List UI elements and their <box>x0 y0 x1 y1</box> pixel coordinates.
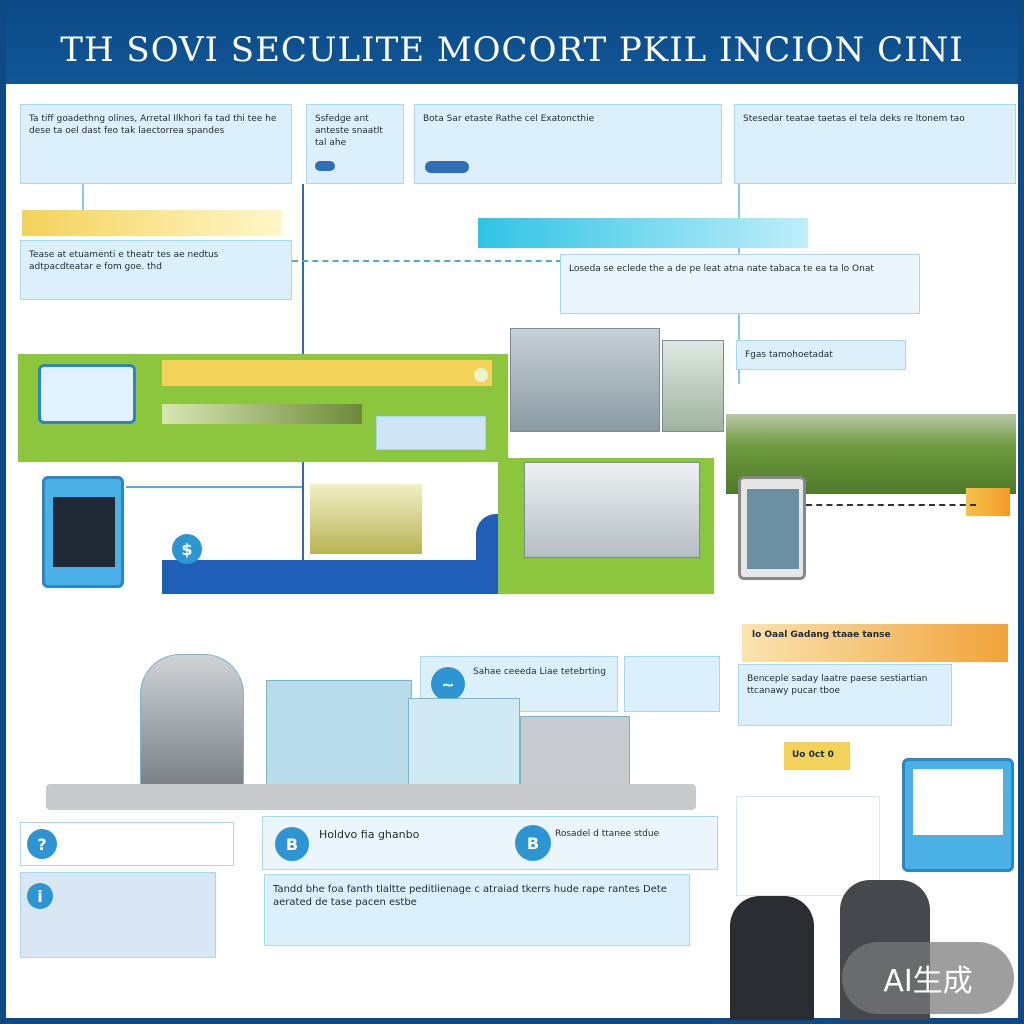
phone-screen <box>747 489 799 569</box>
info-panel-mid-left: Tease at etuamenti e theatr tes ae nedtu… <box>20 240 292 300</box>
tablet-screen <box>53 497 115 567</box>
dollar-icon: $ <box>172 534 202 564</box>
info-panel-top-center: Bota Sar etaste Rathe cel Exatoncthie <box>414 104 722 184</box>
thumbnail-panel <box>376 416 486 450</box>
monitor-device <box>902 758 1014 872</box>
ai-generated-watermark: AI生成 <box>842 942 1014 1014</box>
blue-band-curve <box>476 514 498 594</box>
chart-icon: ~ <box>431 667 465 701</box>
section-heading-bar <box>22 210 282 236</box>
road <box>46 784 696 810</box>
office-building <box>408 698 520 790</box>
orange-arrow <box>966 488 1010 516</box>
held-sign <box>736 796 880 896</box>
info-icon: i <box>27 883 53 909</box>
phone-device <box>738 476 806 580</box>
interior-photo <box>510 328 660 432</box>
info-panel-bottom-right: Benceple saday laatre paese sestiartian … <box>738 664 952 726</box>
info-panel-top-left: Ta tiff goadethng olines, Arretal Ilkhor… <box>20 104 292 184</box>
building-illustration: i <box>20 872 216 958</box>
callout-box: Fgas tamohoetadat <box>736 340 906 370</box>
exterior-photo <box>662 340 724 432</box>
blue-tag <box>315 161 335 171</box>
step-panel-1: ? <box>20 822 234 866</box>
striped-bar <box>162 404 362 424</box>
tablet-device <box>42 476 124 588</box>
connector-line <box>126 486 302 488</box>
info-panel-mid-right: Loseda se eclede the a de pe leat atna n… <box>560 254 920 314</box>
campus-photo <box>524 462 700 558</box>
b-icon: B <box>275 827 309 861</box>
blue-tag <box>425 161 469 173</box>
shop-building <box>520 716 630 790</box>
connector-line <box>82 184 84 210</box>
sign-label: Uo 0ct 0 <box>784 742 850 770</box>
orange-label-bar: lo Oaal Gadang ttaae tanse <box>742 624 1008 662</box>
dashed-connector <box>292 260 562 262</box>
office-building <box>266 680 412 790</box>
info-panel-small <box>624 656 720 712</box>
steps-panel: B Holdvo fia ghanbo B Rosadel d ttanee s… <box>262 816 718 870</box>
header-banner: TH SOVI SECULITE MOCORT PKIL INCION CINI <box>0 0 1024 84</box>
info-panel-top-mid: Ssfedge ant anteste snaatlt tal ahe <box>306 104 404 184</box>
info-panel-top-right: Stesedar teatae taetas el tela deks re l… <box>734 104 1016 184</box>
arrow-banner <box>478 218 808 248</box>
person-figure <box>730 896 814 1020</box>
blue-band <box>162 560 498 594</box>
monitor-screen <box>913 769 1003 835</box>
dome-building <box>140 654 244 786</box>
b-icon: B <box>515 825 551 861</box>
note-panel: Tandd bhe foa fanth tlaltte peditlienage… <box>264 874 690 946</box>
page-title: TH SOVI SECULITE MOCORT PKIL INCION CINI <box>60 30 964 70</box>
step-icon: ? <box>27 829 57 859</box>
map-thumbnail <box>310 484 422 554</box>
dot-icon <box>474 368 488 382</box>
yellow-bar <box>162 360 492 386</box>
dashed-connector <box>806 504 976 506</box>
laptop-screen <box>38 364 136 424</box>
